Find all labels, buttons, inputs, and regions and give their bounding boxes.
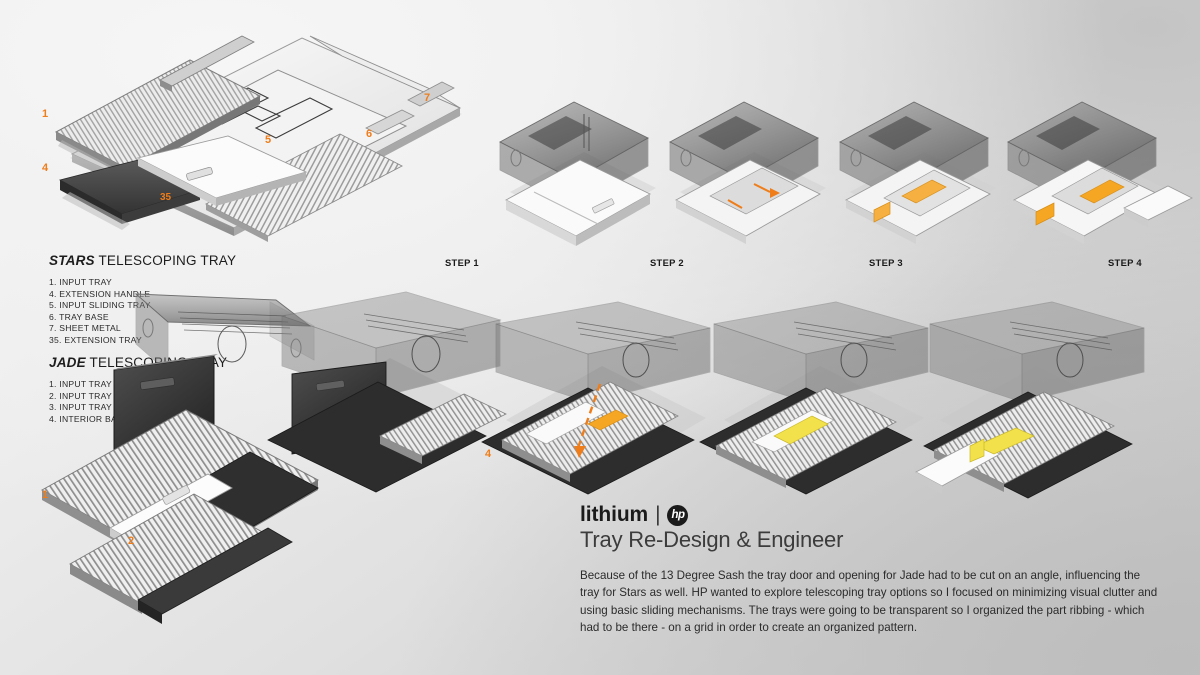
jade-step-3-render <box>699 296 962 504</box>
callout-stars-4: 4 <box>42 162 49 174</box>
legend-item: 1. INPUT TRAY <box>49 277 112 287</box>
step-label-2: STEP 2 <box>650 257 684 268</box>
stars-step-4-render <box>996 96 1196 246</box>
legend-item: 1. INPUT TRAY <box>49 379 112 389</box>
legend-item: 35. EXTENSION TRAY <box>49 334 143 345</box>
legend-stars-title-rest: TELESCOPING TRAY <box>94 253 237 268</box>
brand-separator: | <box>655 503 661 526</box>
hp-logo-text: hp <box>671 508 685 521</box>
page-title: Tray Re-Design & Engineer <box>580 527 844 553</box>
stars-exploded-render <box>10 8 480 253</box>
callout-jade-2: 2 <box>128 535 135 547</box>
step-label-4: STEP 4 <box>1108 257 1142 268</box>
legend-stars-list: 1. INPUT TRAY 4. EXTENSION HANDLE 5. INP… <box>49 277 236 347</box>
jade-step-4-render <box>915 296 1186 508</box>
callout-stars-7: 7 <box>424 92 431 104</box>
callout-stars-35: 35 <box>160 192 172 203</box>
step-label-1: STEP 1 <box>445 257 479 268</box>
legend-stars-title: STARS TELESCOPING TRAY <box>49 253 236 268</box>
stars-step-3-render <box>828 96 1018 246</box>
jade-step-2-render <box>481 296 744 504</box>
callout-stars-1: 1 <box>42 108 49 120</box>
legend-item: 6. TRAY BASE <box>49 311 109 322</box>
legend-stars: STARS TELESCOPING TRAY 1. INPUT TRAY 4. … <box>49 253 236 347</box>
callout-jade-1: 1 <box>42 489 49 501</box>
callout-jade-step-4: 4 <box>485 448 492 460</box>
hp-logo-icon: hp <box>667 504 689 526</box>
jade-step-1-render <box>267 286 536 498</box>
legend-item: 5. INPUT SLIDING TRAY <box>49 300 151 311</box>
stars-step-2-render <box>658 96 848 246</box>
legend-item: 4. INTERIOR BASE <box>49 413 129 424</box>
callout-stars-5: 5 <box>265 134 272 146</box>
legend-item: 7. SHEET METAL <box>49 323 121 334</box>
legend-item: 2. INPUT TRAY EXTENSION <box>49 390 167 401</box>
stars-step-1-render <box>488 96 678 246</box>
callout-stars-6: 6 <box>366 128 373 140</box>
jade-main-render <box>18 282 320 650</box>
title-block: lithium | hp Tray Re-Design & Engineer B… <box>580 503 1180 637</box>
legend-item: 4. EXTENSION HANDLE <box>49 288 151 299</box>
brand-name: lithium <box>580 503 649 526</box>
legend-jade-brand: JADE <box>49 355 86 370</box>
step-label-3: STEP 3 <box>869 257 903 268</box>
brand-line: lithium | hp <box>580 503 1180 526</box>
body-copy: Because of the 13 Degree Sash the tray d… <box>580 569 1158 635</box>
legend-stars-brand: STARS <box>49 253 95 268</box>
